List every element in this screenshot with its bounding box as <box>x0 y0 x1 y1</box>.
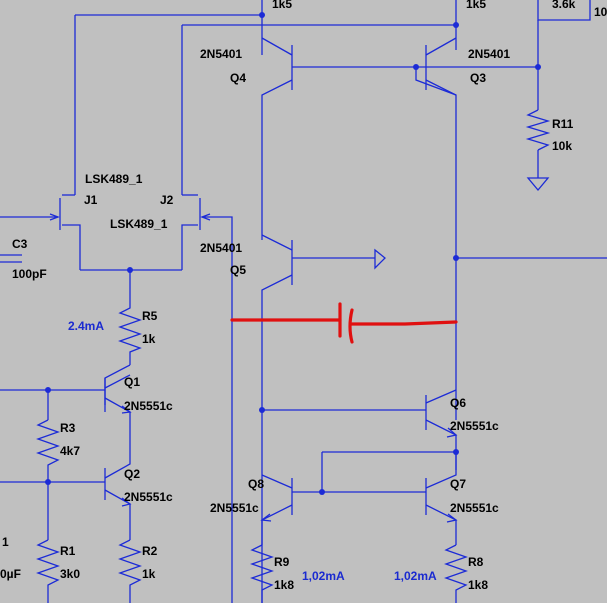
label-r-top3: 3.6k <box>552 0 576 11</box>
label-q2-name: Q2 <box>124 467 140 481</box>
label-q6-name: Q6 <box>450 396 466 410</box>
label-q8-name: Q8 <box>248 477 264 491</box>
label-r-top4: 10 <box>594 5 607 19</box>
label-r8-value: 1k8 <box>468 578 488 592</box>
label-r5-current: 2.4mA <box>68 319 104 333</box>
label-r11-name: R11 <box>552 117 574 131</box>
label-r3-name: R3 <box>60 421 76 435</box>
label-r5-value: 1k <box>142 332 156 346</box>
label-q4-type: 2N5401 <box>200 47 242 61</box>
label-j1-name: J1 <box>84 193 98 207</box>
label-j2-name: J2 <box>160 193 174 207</box>
label-r2-value: 1k <box>142 567 156 581</box>
label-r9-name: R9 <box>274 555 290 569</box>
label-r5-name: R5 <box>142 309 158 323</box>
label-q3-type: 2N5401 <box>468 47 510 61</box>
label-r3-value: 4k7 <box>60 444 80 458</box>
label-r9-current: 1,02mA <box>302 569 345 583</box>
label-r1-name: R1 <box>60 544 76 558</box>
label-j1-type: LSK489_1 <box>85 172 143 186</box>
label-left-cap: 0µF <box>0 567 21 581</box>
label-r8-current: 1,02mA <box>394 569 437 583</box>
label-r8-name: R8 <box>468 555 484 569</box>
label-r11-value: 10k <box>552 139 572 153</box>
label-j2-type: LSK489_1 <box>110 217 168 231</box>
label-q7-type: 2N5551c <box>450 501 499 515</box>
label-q1-name: Q1 <box>124 375 140 389</box>
label-q6-type: 2N5551c <box>450 419 499 433</box>
label-q1-type: 2N5551c <box>124 399 173 413</box>
label-c3-name: C3 <box>12 237 28 251</box>
added-capacitor-annotation <box>230 302 458 344</box>
label-r-top1: 1k5 <box>272 0 292 11</box>
label-r-top2: 1k5 <box>466 0 486 11</box>
label-r9-value: 1k8 <box>274 578 294 592</box>
label-q8-type: 2N5551c <box>210 501 259 515</box>
label-c3-value: 100pF <box>12 267 47 281</box>
label-q2-type: 2N5551c <box>124 490 173 504</box>
label-q5-name: Q5 <box>230 263 246 277</box>
label-left-1: 1 <box>2 535 9 549</box>
label-r1-value: 3k0 <box>60 567 80 581</box>
label-q3-name: Q3 <box>470 71 486 85</box>
label-r2-name: R2 <box>142 544 158 558</box>
junction-dots <box>45 12 541 495</box>
label-q5-type: 2N5401 <box>200 241 242 255</box>
label-q7-name: Q7 <box>450 477 466 491</box>
label-q4-name: Q4 <box>230 71 246 85</box>
